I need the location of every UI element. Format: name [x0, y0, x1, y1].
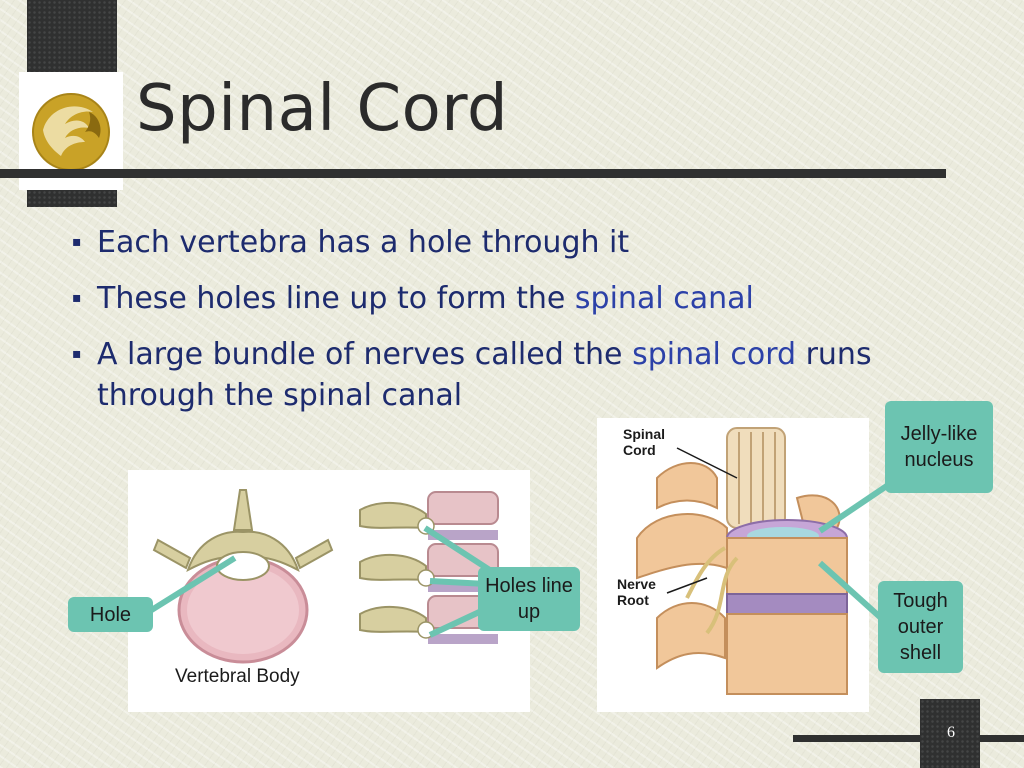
- tough-outer-shell-callout: Tough outer shell: [878, 581, 963, 673]
- pegasus-logo-icon: [32, 93, 110, 171]
- holes-line-up-callout: Holes line up: [478, 567, 580, 631]
- bottom-rule: [793, 735, 1024, 742]
- bullet-item: ▪ Each vertebra has a hole through it: [70, 222, 950, 263]
- bullet-highlight: spinal cord: [632, 337, 797, 372]
- spinal-cord-label: Spinal Cord: [623, 426, 666, 458]
- bullet-text: A large bundle of nerves called the: [97, 337, 633, 372]
- square-bullet-icon: ▪: [72, 234, 82, 250]
- spine-segment-illustration: [636, 427, 848, 695]
- vertebra-illustration: [152, 489, 499, 664]
- bullet-list: ▪ Each vertebra has a hole through it ▪ …: [70, 222, 950, 431]
- bullet-text-tail: runs through the spinal canal: [97, 337, 872, 413]
- nerve-root-label: Nerve Root: [617, 576, 656, 608]
- bullet-item: ▪ A large bundle of nerves called the sp…: [70, 334, 950, 416]
- vertebra-image-panel: Vertebral Body: [128, 470, 530, 712]
- hole-callout: Hole: [68, 597, 153, 632]
- slide-title: Spinal Cord: [136, 72, 509, 146]
- bullet-text: Each vertebra has a hole through it: [97, 225, 630, 260]
- page-number: 6: [947, 724, 955, 741]
- square-bullet-icon: ▪: [72, 346, 82, 362]
- title-underline-rule: [0, 169, 946, 178]
- page-number-block: [920, 699, 980, 768]
- square-bullet-icon: ▪: [72, 290, 82, 306]
- jelly-like-nucleus-callout: Jelly-like nucleus: [885, 401, 993, 493]
- bullet-text: These holes line up to form the: [97, 281, 575, 316]
- bullet-item: ▪ These holes line up to form the spinal…: [70, 278, 950, 319]
- vertebral-body-caption: Vertebral Body: [175, 666, 300, 687]
- bullet-highlight: spinal canal: [574, 281, 754, 316]
- spine-segment-image-panel: Spinal Cord Nerve Root: [597, 418, 869, 712]
